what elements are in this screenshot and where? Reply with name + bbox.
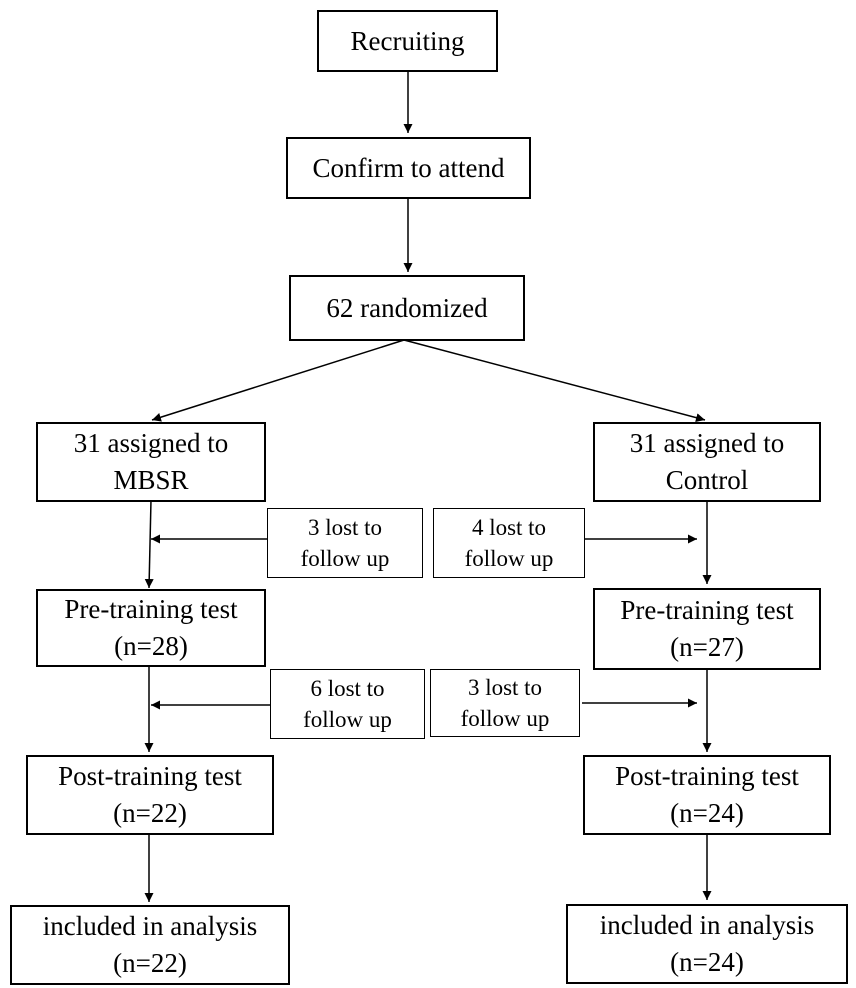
control-post-line1: Post-training test — [615, 761, 799, 791]
confirm-label: Confirm to attend — [312, 152, 505, 183]
control-post-box: Post-training test (n=24) — [583, 755, 831, 835]
control-analysis-line1: included in analysis — [599, 910, 815, 940]
mbsr-analysis-line2: (n=22) — [113, 948, 187, 978]
randomized-box: 62 randomized — [289, 275, 525, 341]
control-pre-line2: (n=27) — [670, 632, 744, 662]
control-lost2-line1: 3 lost to — [467, 675, 543, 700]
mbsr-post-box: Post-training test (n=22) — [26, 755, 274, 835]
mbsr-assigned-line1: 31 assigned to — [73, 428, 229, 458]
mbsr-lost2-box: 6 lost to follow up — [270, 669, 425, 739]
mbsr-assigned-box: 31 assigned to MBSR — [36, 422, 266, 502]
mbsr-assigned-line2: MBSR — [113, 465, 189, 495]
mbsr-lost1-line1: 3 lost to — [307, 515, 383, 540]
control-lost1-box: 4 lost to follow up — [433, 508, 585, 578]
control-analysis-line2: (n=24) — [670, 947, 744, 977]
control-lost1-line2: follow up — [464, 546, 554, 571]
mbsr-post-line1: Post-training test — [58, 761, 242, 791]
mbsr-analysis-box: included in analysis (n=22) — [10, 905, 290, 985]
mbsr-lost2-line1: 6 lost to — [310, 676, 385, 701]
mbsr-pre-box: Pre-training test (n=28) — [36, 589, 266, 667]
control-lost1-line1: 4 lost to — [471, 515, 547, 540]
mbsr-lost1-line2: follow up — [300, 546, 390, 571]
arrow-mbsr-to-pre — [144, 499, 154, 589]
control-lost2-line2: follow up — [460, 706, 550, 731]
recruiting-label: Recruiting — [350, 25, 465, 56]
mbsr-pre-line1: Pre-training test — [64, 594, 238, 624]
control-pre-box: Pre-training test (n=27) — [593, 588, 821, 670]
arrow-randomized-to-mbsr — [151, 339, 405, 422]
control-post-line2: (n=24) — [670, 798, 744, 828]
mbsr-post-line2: (n=22) — [113, 798, 187, 828]
mbsr-lost1-box: 3 lost to follow up — [267, 508, 423, 578]
mbsr-analysis-line1: included in analysis — [42, 911, 258, 941]
arrow-randomized-to-control — [403, 339, 706, 423]
control-pre-line1: Pre-training test — [620, 595, 794, 625]
control-assigned-box: 31 assigned to Control — [593, 422, 821, 502]
control-assigned-line2: Control — [665, 465, 749, 495]
control-analysis-box: included in analysis (n=24) — [566, 904, 848, 984]
control-assigned-line1: 31 assigned to — [629, 428, 785, 458]
randomized-label: 62 randomized — [326, 292, 488, 323]
control-lost2-box: 3 lost to follow up — [430, 669, 580, 737]
recruiting-box: Recruiting — [317, 10, 498, 72]
mbsr-pre-line2: (n=28) — [114, 631, 188, 661]
confirm-box: Confirm to attend — [286, 137, 531, 199]
mbsr-lost2-line2: follow up — [303, 707, 392, 732]
